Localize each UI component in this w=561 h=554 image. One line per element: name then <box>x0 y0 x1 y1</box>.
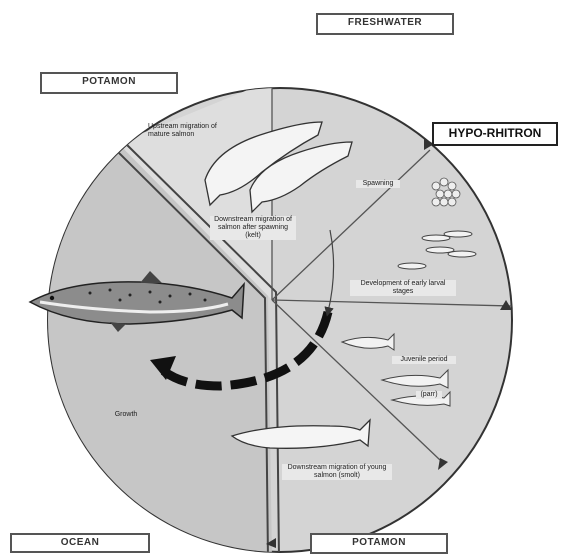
parr-label: (parr) <box>416 391 442 399</box>
larval-development-label: Development of early larval stages <box>350 280 456 296</box>
growth-label: Growth <box>107 411 145 419</box>
upstream-migration-label: Upstream migration of mature salmon <box>148 123 228 139</box>
juvenile-period-label: Juvenile period <box>392 356 456 364</box>
spawning-label: Spawning <box>356 180 400 188</box>
downstream-young-label: Downstream migration of young salmon (sm… <box>282 464 392 480</box>
freshwater-label: FRESHWATER <box>316 13 454 35</box>
downstream-adult-label: Downstream migration of salmon after spa… <box>210 216 296 240</box>
potamon-top-label: POTAMON <box>40 72 178 94</box>
hypo-rhitron-label: HYPO-RHITRON <box>432 122 558 146</box>
ocean-label: OCEAN <box>10 533 150 553</box>
potamon-bottom-label: POTAMON <box>310 533 448 554</box>
